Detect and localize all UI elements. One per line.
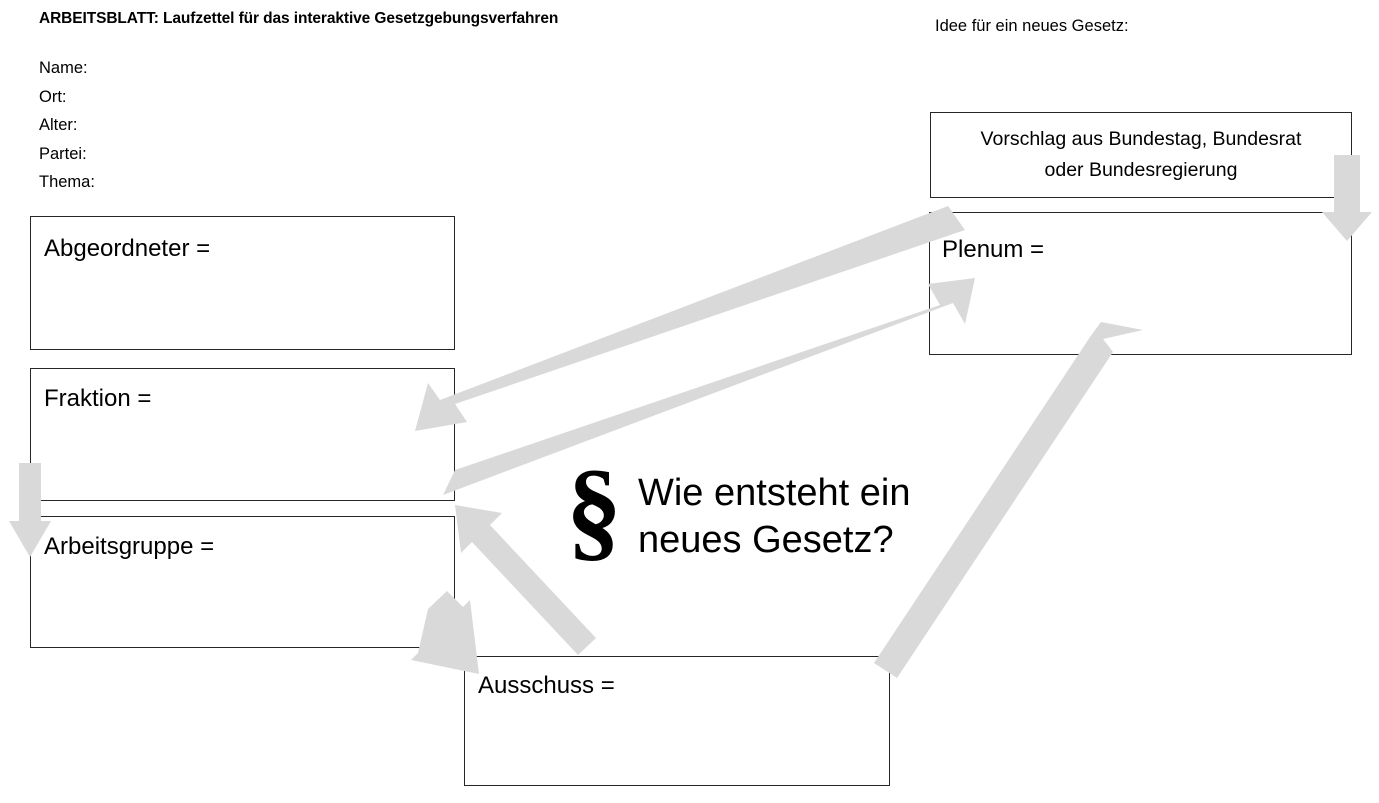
box-fraktion-label: Fraktion = <box>44 385 152 412</box>
meta-field-name: Name: <box>39 59 88 77</box>
box-vorschlag-line2: oder Bundesregierung <box>1044 159 1238 181</box>
center-question-line1: Wie entsteht ein <box>638 472 911 514</box>
meta-field-thema: Thema: <box>39 173 95 192</box>
meta-field-alter: Alter: <box>39 116 78 135</box>
arrow-plenum-to-fraktion-icon <box>415 206 965 431</box>
box-vorschlag: Vorschlag aus Bundestag, Bundesrat oder … <box>930 112 1352 198</box>
box-plenum-label: Plenum = <box>942 236 1045 263</box>
box-ausschuss: Ausschuss = <box>464 656 890 786</box>
student-meta-fields: Name: Ort: Alter: Partei: Thema: <box>39 54 95 197</box>
box-vorschlag-line1: Vorschlag aus Bundestag, Bundesrat <box>980 128 1302 150</box>
box-abgeordneter-label: Abgeordneter = <box>44 235 211 262</box>
box-arbeitsgruppe: Arbeitsgruppe = <box>30 516 455 648</box>
meta-field-partei: Partei: <box>39 144 87 163</box>
box-plenum: Plenum = <box>929 212 1352 355</box>
center-question-text: Wie entsteht ein neues Gesetz? <box>638 470 968 564</box>
center-question-line2: neues Gesetz? <box>638 519 894 561</box>
box-fraktion: Fraktion = <box>30 368 455 501</box>
idea-for-new-law-label: Idee für ein neues Gesetz: <box>935 17 1129 35</box>
box-abgeordneter: Abgeordneter = <box>30 216 455 350</box>
meta-field-ort: Ort: <box>39 87 67 106</box>
page-title: ARBEITSBLATT: Laufzettel für das interak… <box>39 10 559 27</box>
paragraph-symbol-icon: § <box>566 448 622 572</box>
box-vorschlag-text: Vorschlag aus Bundestag, Bundesrat oder … <box>931 124 1351 186</box>
box-arbeitsgruppe-label: Arbeitsgruppe = <box>44 533 215 560</box>
arrow-fraktion-to-plenum-icon <box>443 278 975 495</box>
box-ausschuss-label: Ausschuss = <box>478 672 615 699</box>
